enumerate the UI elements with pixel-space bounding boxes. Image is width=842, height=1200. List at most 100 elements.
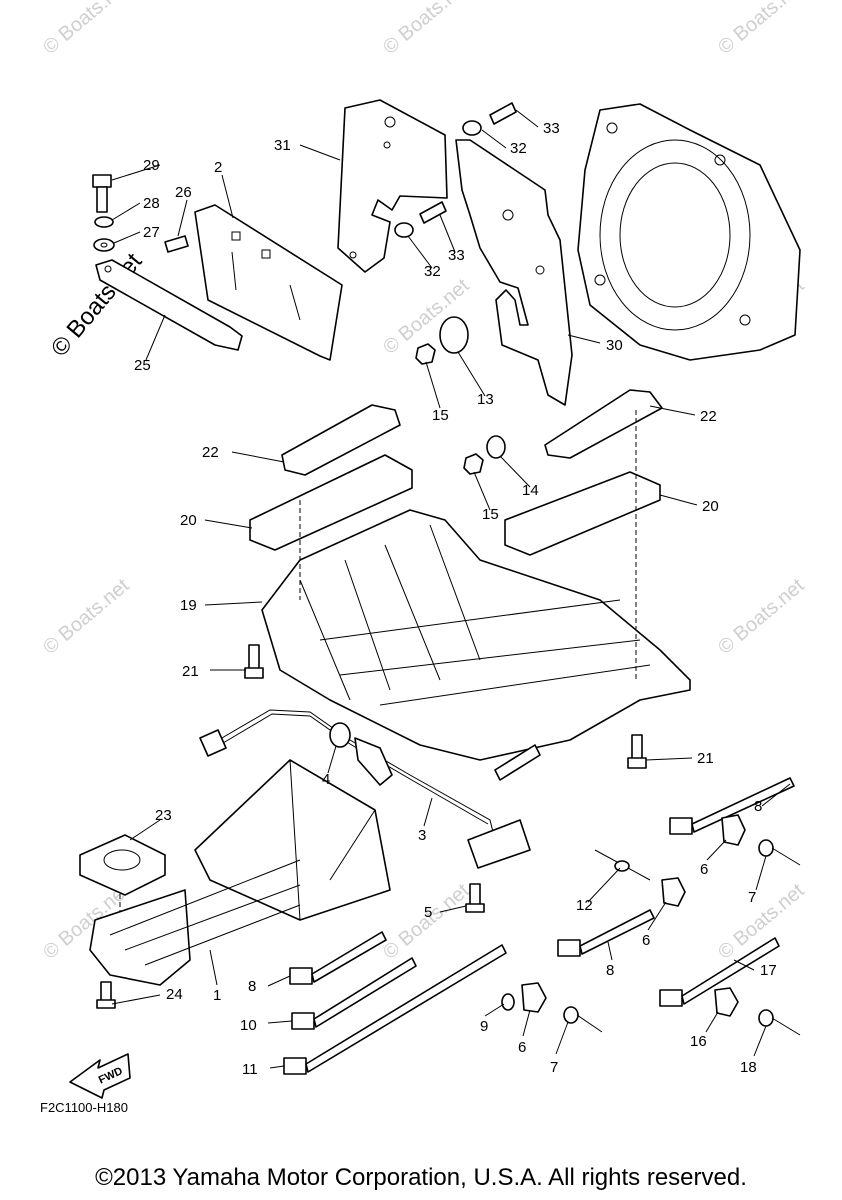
washer-28	[94, 216, 114, 228]
callout-16: 16	[690, 1033, 707, 1050]
mount-23	[79, 834, 166, 896]
washer-27	[93, 238, 115, 252]
frame-19	[261, 509, 691, 761]
callout-labels: 29 28 27 26 2 31 25 33 32 33 32 30 13 15…	[134, 120, 777, 1078]
callout-1: 1	[213, 987, 221, 1004]
callout-7: 7	[748, 889, 756, 906]
cable-tie-8-left	[289, 931, 387, 985]
callout-7: 7	[550, 1059, 558, 1076]
mount-22-left	[281, 404, 401, 476]
cable-tie-17	[659, 937, 780, 1007]
bracket-25	[95, 259, 243, 351]
cable-tie-11	[283, 944, 507, 1075]
bolt-33-lower	[419, 201, 447, 224]
callout-12: 12	[576, 897, 593, 914]
callout-30: 30	[606, 337, 623, 354]
callout-18: 18	[740, 1059, 757, 1076]
callout-29: 29	[143, 157, 160, 174]
cable-3	[199, 709, 541, 869]
callout-14: 14	[522, 482, 539, 499]
plate-31	[337, 99, 448, 273]
callout-2: 2	[214, 159, 222, 176]
callout-6: 6	[518, 1039, 526, 1056]
plate-20-right	[504, 471, 661, 556]
callout-27: 27	[143, 224, 160, 241]
copyright-notice: ©2013 Yamaha Motor Corporation, U.S.A. A…	[95, 1164, 747, 1191]
bolt-21-left	[244, 644, 264, 679]
watermark: © Boats.net	[39, 574, 134, 658]
plate-20-left	[249, 454, 413, 551]
watermark: © Boats.net	[379, 879, 474, 963]
callout-15: 15	[432, 407, 449, 424]
bolt-21-right	[627, 734, 647, 769]
callout-25: 25	[134, 357, 151, 374]
reference-code: F2C1100-H180	[40, 1100, 128, 1115]
grommet-4	[329, 722, 351, 748]
callout-28: 28	[143, 195, 160, 212]
callout-32: 32	[510, 140, 527, 157]
callout-21: 21	[697, 750, 714, 767]
damper-13	[439, 316, 469, 354]
callout-24: 24	[166, 986, 183, 1003]
duct	[194, 759, 391, 921]
nut-32-upper	[462, 120, 482, 136]
callout-33: 33	[543, 120, 560, 137]
callout-26: 26	[175, 184, 192, 201]
callout-31: 31	[274, 137, 291, 154]
washer-9	[501, 993, 515, 1011]
callout-11: 11	[242, 1061, 258, 1078]
callout-17: 17	[760, 962, 777, 979]
callout-8: 8	[754, 798, 762, 815]
callout-19: 19	[180, 597, 197, 614]
callout-15: 15	[482, 506, 499, 523]
leader-lines	[111, 109, 791, 1069]
pin-18	[758, 1009, 801, 1036]
watermark: © Boats.net	[714, 574, 809, 658]
callout-33: 33	[448, 247, 465, 264]
callout-32: 32	[424, 263, 441, 280]
callout-10: 10	[240, 1017, 257, 1034]
nut-15-lower	[463, 453, 484, 475]
cable-tie-10	[291, 957, 417, 1030]
nut-32-lower	[394, 222, 414, 238]
callout-22: 22	[202, 444, 219, 461]
bolt-29	[92, 174, 112, 213]
callout-3: 3	[418, 827, 426, 844]
clamp-16	[714, 987, 739, 1017]
callout-13: 13	[477, 391, 494, 408]
callout-21: 21	[182, 663, 199, 680]
plate-30	[455, 139, 573, 406]
callout-22: 22	[700, 408, 717, 425]
callout-8: 8	[248, 978, 256, 995]
callout-4: 4	[322, 771, 330, 788]
callout-6: 6	[700, 861, 708, 878]
cable-tie-8-top	[669, 777, 795, 835]
pin-7-top	[758, 839, 801, 866]
clamp-6-bottom	[521, 982, 547, 1013]
callout-6: 6	[642, 932, 650, 949]
damper-14	[486, 435, 506, 459]
callout-8: 8	[606, 962, 614, 979]
clamp-6-middle	[661, 877, 686, 907]
clip-12	[594, 849, 651, 881]
pump-housing	[577, 103, 801, 361]
cable-tie-8-middle	[557, 909, 655, 957]
watermark: © Boats.net	[39, 0, 134, 59]
pin-7-bottom	[563, 1006, 603, 1033]
bolt-5	[465, 883, 485, 913]
watermark: © Boats.net	[714, 0, 809, 59]
callout-23: 23	[155, 807, 172, 824]
callout-9: 9	[480, 1018, 488, 1035]
watermark: © Boats.net	[379, 0, 474, 59]
callout-5: 5	[424, 904, 432, 921]
bolt-33-upper	[489, 102, 517, 125]
bolt-24	[96, 981, 116, 1009]
callout-20: 20	[180, 512, 197, 529]
clamp-6-top	[721, 814, 746, 846]
plate-2	[194, 204, 343, 361]
callout-20: 20	[702, 498, 719, 515]
nut-15-upper	[415, 343, 436, 365]
fwd-arrow-icon: FWD	[69, 1053, 131, 1099]
bolt-26	[164, 235, 189, 253]
